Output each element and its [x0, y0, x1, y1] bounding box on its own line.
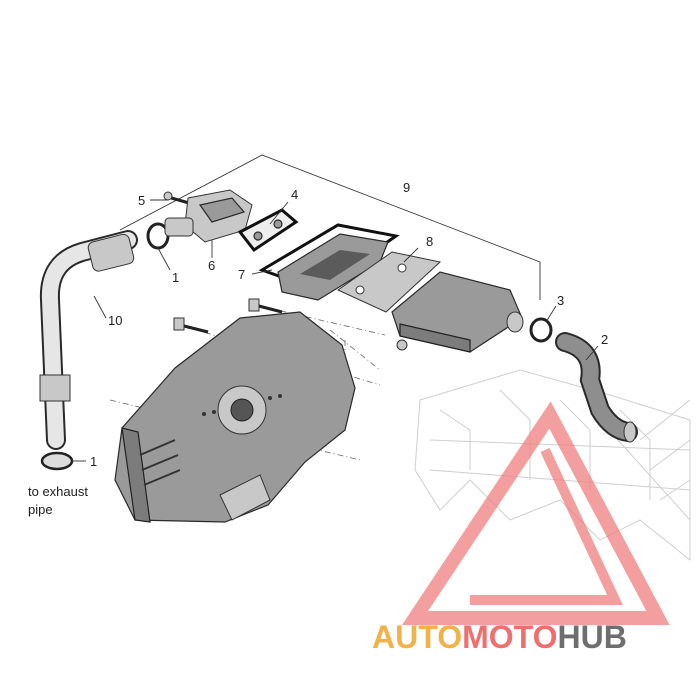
- callout-6: 6: [208, 258, 215, 273]
- callout-1-lower: 1: [90, 454, 97, 469]
- watermark-wordmark: AUTOMOTOHUB: [372, 619, 627, 655]
- bolt-right: [248, 298, 283, 314]
- hose-part-10: [39, 230, 138, 450]
- callout-8: 8: [426, 234, 433, 249]
- caption-line-2: pipe: [28, 502, 53, 517]
- clamp-part-3: [529, 317, 553, 343]
- watermark-hub: HUB: [557, 619, 626, 655]
- callout-10: 10: [108, 313, 122, 328]
- callout-labels: 5 1 6 4 7 9 8 3 2 10 1: [90, 180, 608, 469]
- callout-7: 7: [238, 267, 245, 282]
- svg-text:AUTOMOTOHUB: AUTOMOTOHUB: [372, 619, 627, 655]
- callout-1-upper: 1: [172, 270, 179, 285]
- hose-clamp-lower: [40, 451, 74, 471]
- valve-housing-part-6: [164, 189, 253, 243]
- engine-cover: [114, 311, 356, 523]
- callout-3: 3: [557, 293, 564, 308]
- gasket-part-4: [237, 208, 299, 253]
- callout-4: 4: [291, 187, 298, 202]
- exhaust-caption: to exhaust pipe: [28, 484, 88, 517]
- callout-2: 2: [601, 332, 608, 347]
- watermark-logo-mark: [401, 401, 670, 625]
- watermark-auto: AUTO: [372, 619, 462, 655]
- bolt-left: [173, 317, 209, 334]
- cover-plate-part-8: [337, 251, 442, 313]
- callout-9: 9: [403, 180, 410, 195]
- watermark-moto: MOTO: [462, 619, 557, 655]
- filter-box: [391, 271, 524, 353]
- pipe-part-2: [555, 332, 638, 443]
- caption-line-1: to exhaust: [28, 484, 88, 499]
- callout-5: 5: [138, 193, 145, 208]
- callout-leaders: [72, 199, 599, 462]
- assembly-bracket-9: [119, 154, 541, 300]
